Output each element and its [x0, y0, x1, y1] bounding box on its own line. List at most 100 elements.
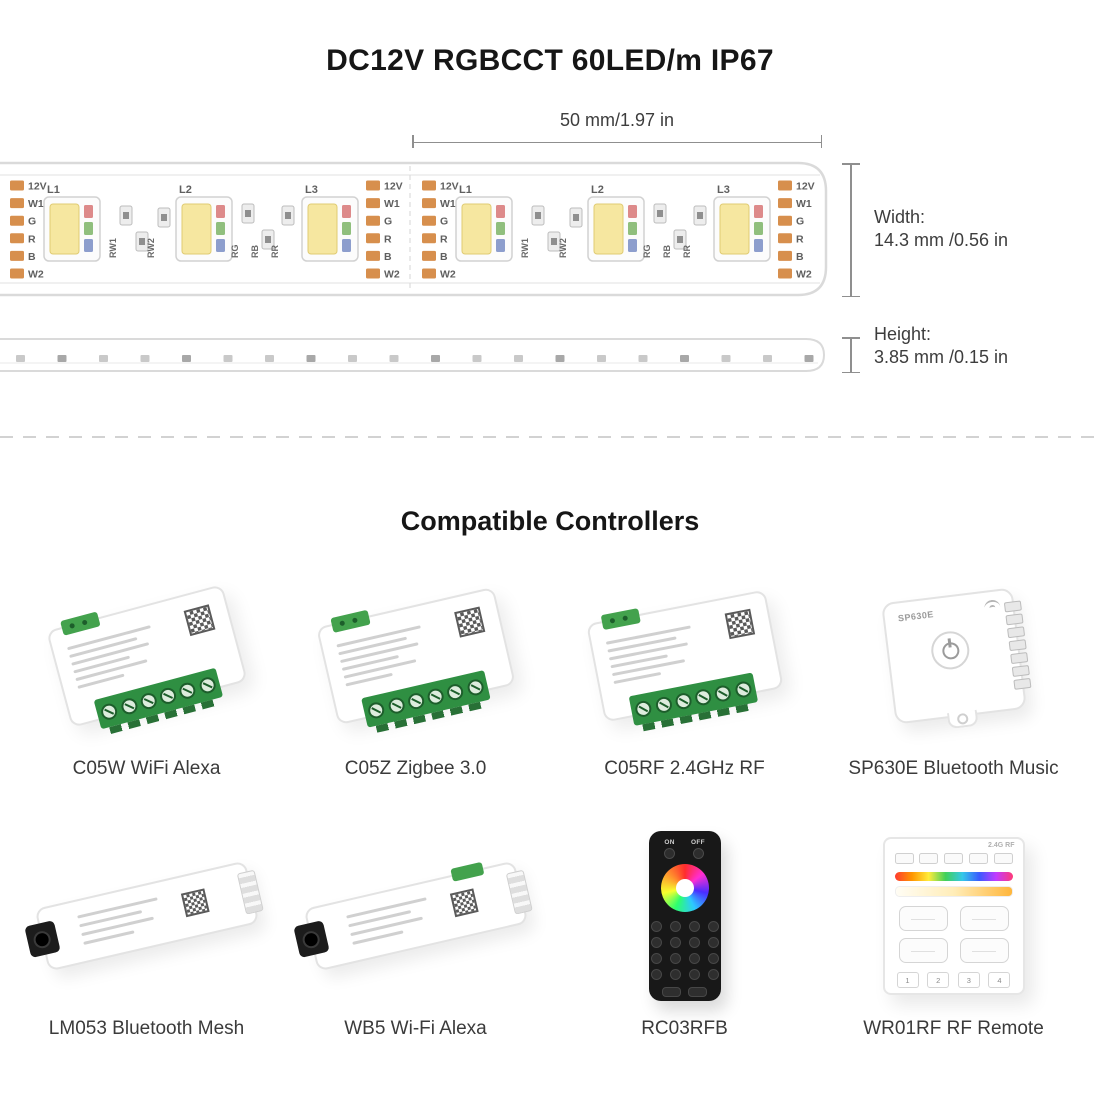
resistor-label: RR	[270, 245, 280, 258]
copper-pad	[778, 215, 792, 226]
power-button-icon	[928, 629, 971, 672]
dc-jack	[292, 920, 330, 959]
qr-code-icon	[183, 604, 215, 637]
pad-label: 12V	[796, 181, 815, 193]
copper-pad	[422, 268, 436, 279]
copper-pad	[366, 215, 380, 226]
solder-mark	[99, 355, 108, 362]
color-wheel-icon	[660, 864, 709, 912]
resistor-body	[657, 210, 663, 217]
controller-card-sp630e: SP630E SP630E Bluetooth Music	[819, 556, 1088, 780]
length-dimension-label: 50 mm/1.97 in	[559, 110, 675, 130]
zone-button-4: 4	[988, 972, 1011, 988]
led-label: L3	[305, 184, 318, 196]
page-title: DC12V RGBCCT 60LED/m IP67	[326, 44, 774, 77]
width-title: Width:	[874, 207, 926, 227]
led-label: L1	[47, 184, 60, 196]
resistor-label: RR	[682, 245, 692, 258]
solder-mark	[555, 355, 565, 362]
solder-mark	[140, 355, 150, 362]
spec-text-lines	[344, 891, 433, 950]
controller-card-c05rf: C05RF 2.4GHz RF	[550, 556, 819, 780]
zone-button-2: 2	[927, 972, 950, 988]
rainbow-slider	[894, 872, 1013, 881]
qr-code-icon	[453, 606, 485, 638]
copper-pad	[422, 250, 436, 261]
input-terminal	[600, 608, 641, 631]
resistor-body	[123, 212, 129, 219]
resistor-label: RB	[250, 245, 260, 258]
resistor-body	[677, 236, 683, 243]
qr-code-icon	[449, 888, 479, 918]
zone-buttons: 1 2 3 4	[895, 972, 1013, 988]
copper-pad	[422, 233, 436, 244]
pad-label: B	[384, 251, 392, 263]
box-controller-body: SP630E	[880, 587, 1031, 730]
led-chip	[342, 239, 351, 252]
strip-side-body	[0, 338, 826, 372]
led-chip	[628, 222, 637, 235]
pad-label: 12V	[440, 181, 459, 193]
terminal-pins	[1003, 600, 1031, 690]
copper-pad	[778, 233, 792, 244]
dashed-divider	[0, 436, 1100, 438]
copper-pad	[10, 233, 24, 244]
led-chip	[216, 239, 225, 252]
copper-pad	[422, 198, 436, 209]
on-label: ON	[664, 839, 675, 846]
solder-mark	[431, 355, 440, 362]
resistor-label: RW1	[108, 238, 118, 258]
resistor-label: RB	[662, 245, 672, 258]
height-value: 3.85 mm /0.15 in	[874, 347, 1009, 367]
led-phosphor	[49, 203, 80, 255]
on-button: ON	[664, 839, 676, 859]
solder-mark	[763, 355, 772, 362]
copper-pad	[366, 250, 380, 261]
controller-photo-rc03rfb: ON OFF	[550, 816, 819, 1016]
rocker-buttons	[898, 906, 1009, 963]
controller-card-wb5: WB5 Wi-Fi Alexa	[281, 816, 550, 1040]
wire-terminal	[236, 869, 264, 915]
led-phosphor	[307, 203, 338, 255]
panel-top-buttons	[894, 853, 1013, 864]
controller-label: C05RF 2.4GHz RF	[604, 758, 765, 779]
wire-terminal	[505, 869, 533, 915]
mini-controller-body	[315, 586, 516, 728]
controller-photo-c05z	[281, 556, 550, 756]
controller-label: WR01RF RF Remote	[863, 1018, 1044, 1039]
panel-brand-text: 2.4G RF	[988, 842, 1015, 849]
controller-label: C05Z Zigbee 3.0	[344, 758, 487, 779]
solder-mark	[597, 355, 606, 362]
spec-text-lines	[75, 891, 164, 950]
off-label: OFF	[691, 839, 705, 846]
pad-label: W1	[796, 198, 812, 210]
copper-pad	[10, 180, 24, 191]
mounting-ear	[946, 709, 979, 730]
pad-label: W1	[28, 198, 44, 210]
power-glyph	[940, 640, 960, 660]
spec-text-lines	[335, 620, 431, 691]
led-chip	[754, 205, 763, 218]
dimension-line	[850, 337, 852, 373]
wifi-icon	[983, 599, 1001, 617]
led-chip	[496, 239, 505, 252]
dimension-tick	[842, 295, 860, 297]
height-dimension	[842, 337, 860, 373]
bar-controller-body	[23, 860, 264, 972]
controller-card-lm053: LM053 Bluetooth Mesh	[12, 816, 281, 1040]
height-dimension-label: Height: 3.85 mm /0.15 in	[874, 323, 1008, 369]
copper-pad	[366, 233, 380, 244]
controller-photo-c05w	[12, 556, 281, 756]
resistor-body	[697, 212, 703, 219]
height-title: Height:	[874, 324, 932, 344]
pad-label: G	[384, 216, 392, 228]
zone-button-1: 1	[896, 972, 919, 988]
controller-label: LM053 Bluetooth Mesh	[48, 1018, 245, 1039]
copper-pad	[366, 180, 380, 191]
qr-code-icon	[724, 608, 755, 640]
solder-mark	[472, 355, 482, 362]
led-chip	[84, 222, 93, 235]
strip-body	[0, 161, 828, 297]
controller-label: C05W WiFi Alexa	[72, 758, 221, 779]
copper-pad	[366, 268, 380, 279]
